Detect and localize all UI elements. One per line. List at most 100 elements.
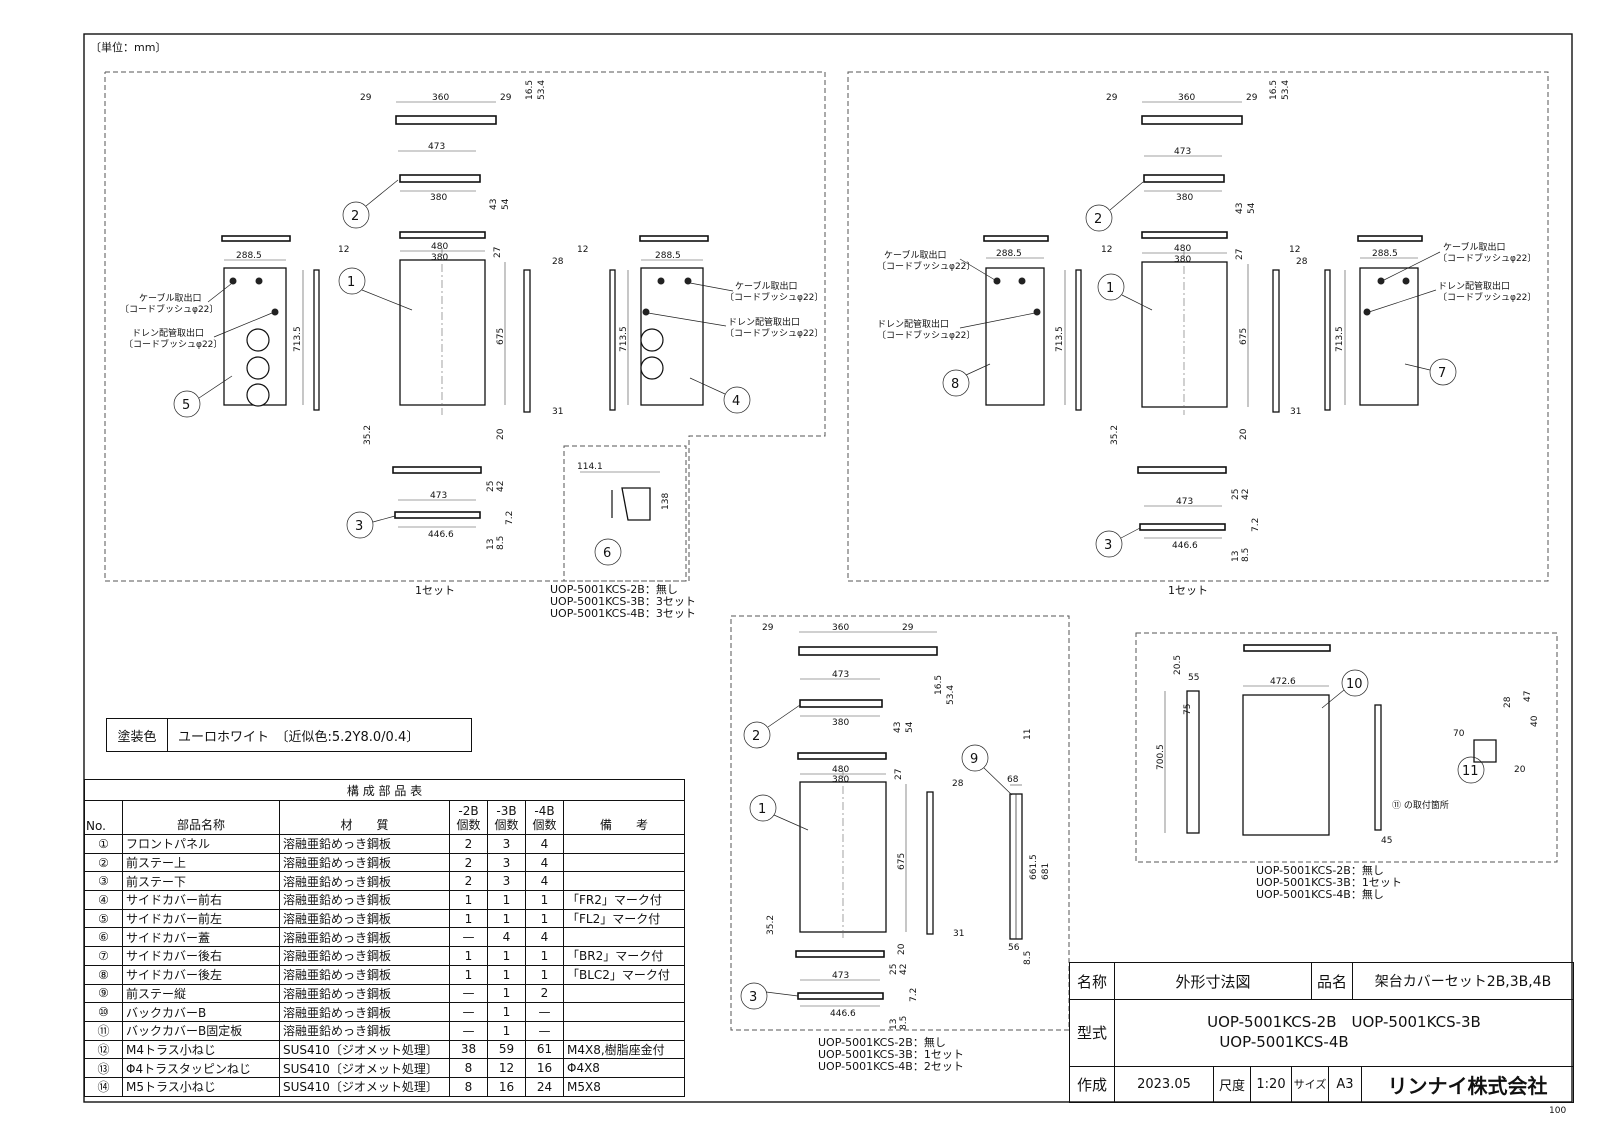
svg-text:380: 380: [1176, 193, 1193, 203]
product-value: 架台カバーセット2B,3B,4B: [1374, 974, 1552, 990]
cell-qty-3b: 4: [487, 927, 526, 948]
svg-text:11: 11: [1462, 764, 1479, 779]
svg-text:4: 4: [732, 394, 740, 409]
svg-text:40: 40: [1530, 715, 1540, 727]
svg-text:1セット: 1セット: [1168, 584, 1208, 597]
cell-no: ②: [84, 852, 123, 873]
svg-text:16.5: 16.5: [934, 675, 944, 695]
created-value: 2023.05: [1115, 1066, 1214, 1102]
svg-text:UOP-5001KCS-3B：1セット: UOP-5001KCS-3B：1セット: [1256, 876, 1402, 889]
svg-text:UOP-5001KCS-4B：2セット: UOP-5001KCS-4B：2セット: [818, 1060, 964, 1073]
cell-no: ⑪: [84, 1020, 123, 1041]
cell-material: 溶融亜鉛めっき鋼板: [279, 871, 450, 892]
sheet-border: [83, 33, 1573, 1103]
svg-text:480: 480: [832, 765, 849, 775]
cell-qty-2b: —: [449, 927, 488, 948]
cell-name: フロントパネル: [122, 834, 280, 854]
svg-text:ドレン配管取出口: ドレン配管取出口: [877, 318, 949, 330]
svg-text:446.6: 446.6: [830, 1009, 856, 1019]
cell-qty-4b: 1: [525, 946, 564, 966]
cell-remarks: [562, 983, 686, 1004]
size-label: サイズ: [1292, 1066, 1329, 1102]
svg-text:7.2: 7.2: [505, 511, 515, 525]
svg-text:31: 31: [552, 407, 563, 417]
cell-qty-3b: 3: [487, 852, 526, 873]
cell-name: サイドカバー前右: [122, 890, 280, 910]
col-2b: 個数: [456, 817, 481, 832]
cell-no: ⑬: [84, 1058, 123, 1078]
cell-qty-4b: —: [525, 1020, 564, 1041]
svg-text:1: 1: [347, 275, 355, 290]
cell-qty-2b: 2: [449, 834, 488, 854]
name-label: 名称: [1070, 963, 1115, 999]
cell-qty-3b: 12: [487, 1058, 526, 1078]
cell-name: M5トラス小ねじ: [122, 1076, 280, 1097]
svg-text:31: 31: [1290, 407, 1301, 417]
cell-qty-3b: 1: [487, 946, 526, 966]
svg-text:12: 12: [1289, 245, 1300, 255]
svg-text:661.5: 661.5: [1029, 854, 1039, 880]
cell-qty-2b: 8: [449, 1058, 488, 1078]
cell-name: Φ4トラスタッピンねじ: [122, 1058, 280, 1078]
svg-text:700.5: 700.5: [1156, 744, 1166, 770]
svg-text:43: 43: [893, 722, 903, 733]
svg-text:UOP-5001KCS-2B：無し: UOP-5001KCS-2B：無し: [818, 1035, 946, 1049]
model-label: 型式: [1070, 998, 1115, 1066]
col-4b-top: -4B: [534, 803, 555, 818]
company-name: リンナイ株式会社: [1387, 1073, 1548, 1098]
svg-text:〔コードブッシュφ22〕: 〔コードブッシュφ22〕: [725, 327, 823, 339]
svg-text:360: 360: [432, 93, 449, 103]
cell-no: ④: [84, 890, 123, 910]
cell-qty-4b: 4: [525, 927, 564, 948]
svg-text:42: 42: [899, 964, 909, 975]
svg-text:1セット: 1セット: [415, 584, 455, 597]
svg-text:25: 25: [486, 481, 496, 492]
svg-text:473: 473: [430, 491, 447, 501]
svg-text:UOP-5001KCS-3B：3セット: UOP-5001KCS-3B：3セット: [550, 595, 696, 608]
svg-text:7.2: 7.2: [1251, 518, 1261, 532]
svg-text:43: 43: [1235, 203, 1245, 214]
backcover-group: 20.5 55 75 700.5 472.6 10 45 ⑪ の取付箇所 70 …: [1135, 632, 1558, 901]
svg-text:2: 2: [1094, 212, 1102, 227]
svg-text:675: 675: [897, 853, 907, 870]
svg-text:473: 473: [832, 670, 849, 680]
name-value: 外形寸法図: [1115, 963, 1312, 999]
svg-text:360: 360: [832, 623, 849, 633]
cell-no: ⑦: [84, 946, 123, 966]
cell-name: サイドカバー後右: [122, 946, 280, 966]
svg-text:35.2: 35.2: [1110, 425, 1120, 445]
cell-name: 前ステー上: [122, 852, 280, 873]
model-line2: UOP-5001KCS-4B: [1219, 1033, 1349, 1051]
cell-no: ⑧: [84, 964, 123, 985]
cell-qty-4b: 1: [525, 964, 564, 985]
scale-value: 1:20: [1251, 1066, 1292, 1102]
svg-text:75: 75: [1183, 704, 1193, 715]
paint-label: 塗装色: [107, 719, 168, 751]
svg-text:713.5: 713.5: [1055, 326, 1065, 352]
cell-qty-2b: 38: [449, 1039, 488, 1060]
svg-text:43: 43: [489, 199, 499, 210]
svg-text:8.5: 8.5: [899, 1016, 909, 1030]
svg-text:13: 13: [889, 1019, 899, 1030]
svg-text:7.2: 7.2: [909, 988, 919, 1002]
svg-text:UOP-5001KCS-2B：無し: UOP-5001KCS-2B：無し: [1256, 863, 1384, 877]
cell-material: 溶融亜鉛めっき鋼板: [279, 1020, 450, 1041]
svg-text:53.4: 53.4: [946, 685, 956, 705]
cell-remarks: 「BR2」マーク付: [562, 946, 686, 966]
svg-text:47: 47: [1523, 691, 1533, 702]
cell-qty-4b: —: [525, 1002, 564, 1022]
col-no: No.: [84, 800, 123, 835]
svg-text:〔コードブッシュφ22〕: 〔コードブッシュφ22〕: [124, 338, 222, 350]
svg-text:446.6: 446.6: [428, 530, 454, 540]
cell-qty-2b: —: [449, 1020, 488, 1041]
cell-qty-4b: 2: [525, 983, 564, 1004]
svg-text:UOP-5001KCS-4B：3セット: UOP-5001KCS-4B：3セット: [550, 607, 696, 620]
cell-name: M4トラス小ねじ: [122, 1039, 280, 1060]
svg-text:16.5: 16.5: [1269, 80, 1279, 100]
